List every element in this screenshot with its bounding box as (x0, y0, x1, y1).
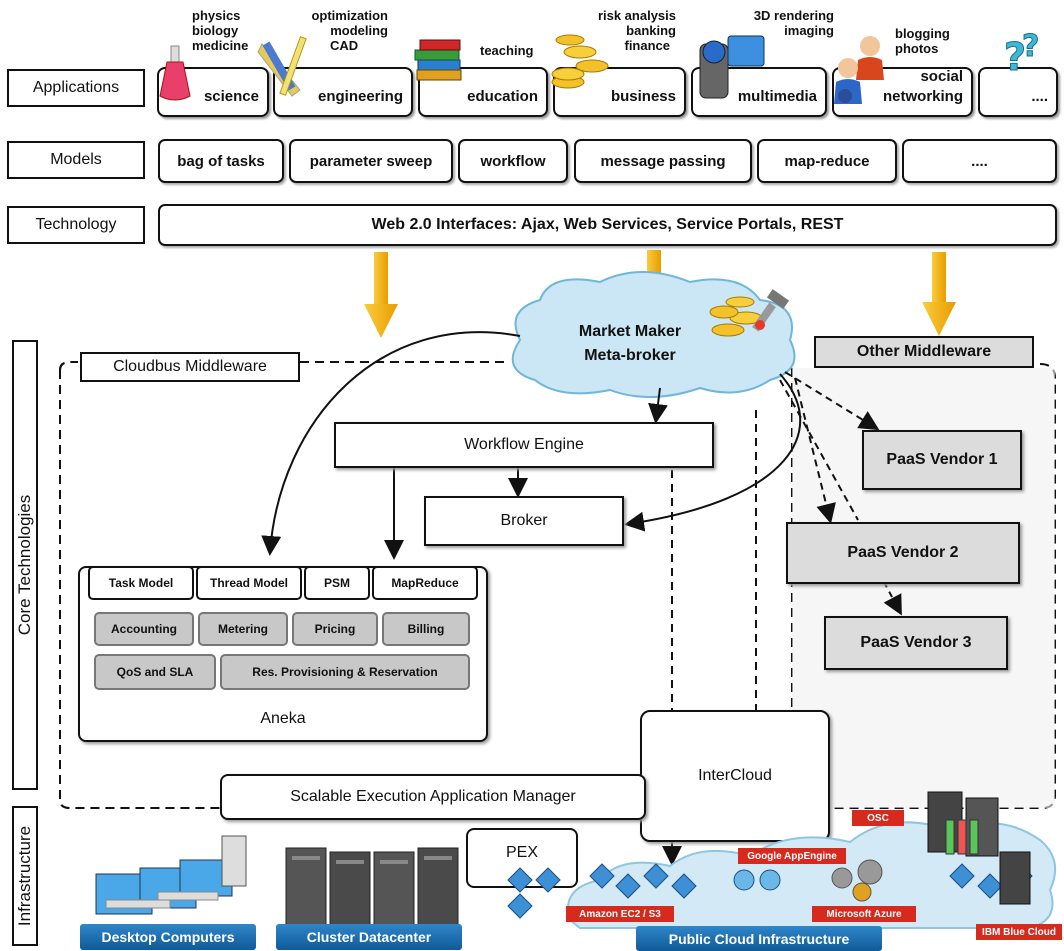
cloud-to-paas2-arrow (794, 377, 836, 524)
applications-layer-label: Applications (7, 69, 145, 107)
broker: Broker (424, 496, 624, 546)
coins-icon (551, 34, 609, 89)
models-layer-label: Models (7, 141, 145, 179)
aneka-res-provisioning: Res. Provisioning & Reservation (220, 654, 470, 690)
app-business-label: business (610, 88, 676, 105)
paas2-return-dashed (779, 379, 859, 521)
model-bag-of-tasks: bag of tasks (158, 139, 284, 183)
tech-to-cloudbus-arrow (364, 252, 398, 338)
meta-broker-line: Meta-broker (584, 347, 676, 364)
camera-icon (699, 35, 765, 99)
microsoft-azure-tag: Microsoft Azure (812, 906, 916, 922)
people-icon (834, 36, 884, 104)
core-technologies-band (12, 340, 38, 790)
aneka-label: Aneka (260, 710, 306, 727)
sub-medicine: medicine (192, 38, 249, 53)
sub-photos: photos (895, 41, 939, 56)
model-more: .... (902, 139, 1057, 183)
app-more: .... (978, 67, 1058, 117)
magnifier-icon (733, 869, 781, 891)
aneka-thread-model: Thread Model (196, 566, 302, 600)
desktop-computers-icon (95, 835, 247, 915)
google-appengine-tag: Google AppEngine (738, 848, 846, 864)
market-maker-line: Market Maker (578, 323, 682, 340)
sub-modeling: modeling (330, 23, 388, 38)
sub-imaging: imaging (784, 23, 834, 38)
network-node-icons (507, 863, 1033, 919)
osc-tag: OSC (852, 810, 904, 826)
sub-blogging: blogging (895, 26, 950, 41)
cloudbus-middleware-label: Cloudbus Middleware (80, 352, 300, 382)
paas-vendor-2: PaaS Vendor 2 (786, 522, 1020, 584)
aneka-qos-sla: QoS and SLA (94, 654, 216, 690)
aneka-mapreduce: MapReduce (372, 566, 478, 600)
app-science-label: science (203, 88, 259, 105)
cloud-to-paas1-arrow (784, 371, 880, 431)
question-icon: ? ? (1004, 29, 1040, 80)
paas-vendor-1: PaaS Vendor 1 (862, 430, 1022, 490)
model-map-reduce: map-reduce (757, 139, 897, 183)
workflow-engine: Workflow Engine (334, 422, 714, 468)
app-more-label: .... (1031, 88, 1048, 105)
cloud-to-broker-arrow (624, 373, 802, 532)
model-workflow: workflow (458, 139, 568, 183)
ibm-blue-cloud-tag: IBM Blue Cloud (976, 924, 1062, 940)
amazon-ec2-s3-tag: Amazon EC2 / S3 (566, 906, 674, 922)
public-cloud-infrastructure-label: Public Cloud Infrastructure (636, 926, 882, 951)
svg-text:?: ? (1004, 35, 1026, 79)
desktop-computers-label: Desktop Computers (80, 924, 256, 950)
technology-web20-interfaces: Web 2.0 Interfaces: Ajax, Web Services, … (158, 204, 1057, 246)
gears-icon (831, 859, 883, 902)
svg-text:?: ? (1022, 29, 1039, 64)
intercloud: InterCloud (640, 710, 830, 842)
sub-risk-analysis: risk analysis (597, 8, 676, 23)
sub-physics: physics (192, 8, 241, 23)
aneka-accounting: Accounting (94, 612, 194, 646)
app-icons-layer: ? ? (159, 29, 1040, 104)
tech-to-other-middleware-arrow (922, 252, 956, 336)
sub-cad: CAD (330, 38, 359, 53)
sub-teaching: teaching (480, 43, 534, 58)
cluster-datacenter-label: Cluster Datacenter (276, 924, 462, 950)
books-icon (414, 39, 462, 81)
sub-3d-rendering: 3D rendering (753, 8, 834, 23)
model-parameter-sweep: parameter sweep (289, 139, 453, 183)
market-maker-label: Market Maker Meta-broker (560, 320, 700, 368)
aneka-billing: Billing (382, 612, 470, 646)
sub-biology: biology (192, 23, 239, 38)
app-engineering-label: engineering (317, 88, 403, 105)
drafting-tools-icon (257, 36, 307, 97)
market-maker-cloud (511, 271, 796, 398)
test-tubes-icon (945, 819, 979, 855)
flask-icon (159, 45, 191, 101)
cloud-to-thread-model-arrow (261, 331, 521, 556)
aneka-pricing: Pricing (292, 612, 378, 646)
paas-vendor-3: PaaS Vendor 3 (824, 616, 1008, 670)
app-multimedia-label: multimedia (737, 88, 817, 105)
aneka-psm: PSM (304, 566, 370, 600)
sub-optimization: optimization (311, 8, 388, 23)
aneka-metering: Metering (198, 612, 288, 646)
app-education-label: education (467, 88, 538, 105)
cloud-to-workflow-engine-arrow (648, 387, 668, 424)
cluster-datacenter-icon (285, 847, 459, 929)
scalable-execution-application-manager: Scalable Execution Application Manager (220, 774, 646, 820)
aneka-task-model: Task Model (88, 566, 194, 600)
infrastructure-band (12, 806, 38, 946)
other-middleware-label: Other Middleware (814, 336, 1034, 368)
sub-banking: banking (626, 23, 676, 38)
model-message-passing: message passing (574, 139, 752, 183)
sub-finance: finance (624, 38, 670, 53)
technology-layer-label: Technology (7, 206, 145, 244)
paas2-to-paas3-arrow (883, 581, 902, 616)
